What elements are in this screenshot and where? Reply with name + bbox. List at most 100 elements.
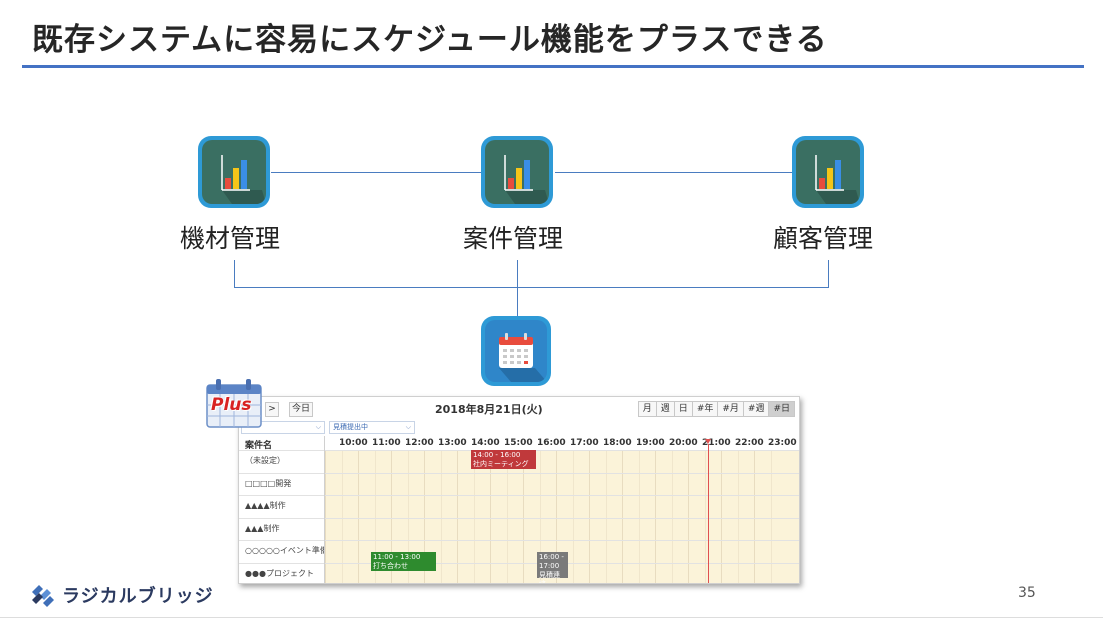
hour-header: 23:00 [768,438,797,448]
system-icon-customer [792,136,864,208]
view-switcher: 月 週 日 #年 #月 #週 #日 [637,401,795,417]
hour-gridline [655,450,656,583]
scheduler-panel: > 今日 2018年8月21日(火) 月 週 日 #年 #月 #週 #日 ⌵ 見… [238,396,800,584]
filter-select-status[interactable]: 見積提出中 ⌵ [329,421,415,434]
row-name: ▲▲▲▲制作 [245,501,286,510]
hour-header: 20:00 [669,438,698,448]
hour-header: 17:00 [570,438,599,448]
hour-header: 16:00 [537,438,566,448]
hour-gridline [688,450,689,583]
half-hour-gridline [737,450,739,583]
chevron-down-icon: ⌵ [315,423,321,431]
bottom-rule [0,617,1103,618]
view-day-timeline-button[interactable]: #日 [768,401,795,417]
hour-gridline [754,450,755,583]
view-month-button[interactable]: 月 [637,401,657,417]
hour-gridline [490,450,491,583]
hour-header: 11:00 [372,438,401,448]
bar-chart-icon [221,155,266,204]
hour-header: 18:00 [603,438,632,448]
event-meeting[interactable]: 14:00 - 16:00 社内ミーティング [471,450,536,469]
bar-chart-icon [815,155,860,204]
calendar-icon [499,333,547,382]
title-underline [22,65,1084,68]
hour-gridline [622,450,623,583]
row-divider [239,473,799,474]
half-hour-gridline [770,450,772,583]
plus-calendar-icon [206,379,262,428]
hour-header: 19:00 [636,438,665,448]
slide-title: 既存システムに容易にスケジュール機能をプラスできる [32,22,828,58]
hour-gridline [721,450,722,583]
view-year-timeline-button[interactable]: #年 [691,401,719,417]
next-button[interactable]: > [265,402,279,417]
half-hour-gridline [473,450,475,583]
half-hour-gridline [671,450,673,583]
event-discussion[interactable]: 11:00 - 13:00 打ち合わせ [371,552,436,571]
half-hour-gridline [704,450,706,583]
event-estimate[interactable]: 16:00 - 17:00 見積連絡 [537,552,568,583]
hour-header: 14:00 [471,438,500,448]
half-hour-gridline [506,450,508,583]
view-week-button[interactable]: 週 [655,401,675,417]
half-hour-gridline [374,450,376,583]
plus-badge-label: Plus [211,395,252,415]
row-divider [239,518,799,519]
connector-line [555,172,795,173]
row-name: （未設定） [245,456,285,465]
current-time-line [708,444,709,583]
hour-header: 10:00 [339,438,368,448]
view-week-timeline-button[interactable]: #週 [742,401,770,417]
row-divider [239,540,799,541]
connector-line [234,287,829,288]
hour-gridline [457,450,458,583]
connector-line [271,172,483,173]
half-hour-gridline [407,450,409,583]
connector-line [828,260,829,287]
calendar-app-icon [481,316,551,386]
hour-gridline [424,450,425,583]
row-name: ▲▲▲制作 [245,524,280,533]
name-column-header: 案件名 [245,441,273,451]
chevron-down-icon: ⌵ [405,423,411,431]
hour-gridline [358,450,359,583]
hour-gridline [589,450,590,583]
half-hour-gridline [605,450,607,583]
hour-header: 15:00 [504,438,533,448]
connector-line [517,260,518,320]
today-button[interactable]: 今日 [289,402,313,417]
hour-header: 22:00 [735,438,764,448]
current-time-marker [705,439,711,444]
name-column-border [324,436,325,583]
hour-gridline [325,450,326,583]
hour-header: 12:00 [405,438,434,448]
view-day-button[interactable]: 日 [673,401,693,417]
row-divider [239,495,799,496]
footer-logo: ラジカルブリッジ [30,582,214,608]
half-hour-gridline [638,450,640,583]
row-name: □□□□開発 [245,479,292,488]
row-name: ○○○○○イベント準備 [245,546,325,555]
page-number: 35 [1018,585,1036,601]
brand-name: ラジカルブリッジ [62,586,214,607]
system-label-customer: 顧客管理 [773,224,874,253]
view-month-timeline-button[interactable]: #月 [717,401,744,417]
hour-header: 21:00 [702,438,731,448]
half-hour-gridline [341,450,343,583]
system-label-equipment: 機材管理 [180,224,281,253]
connector-line [234,260,235,287]
system-icon-equipment [198,136,270,208]
bar-chart-icon [504,155,549,204]
system-label-project: 案件管理 [463,224,564,253]
plus-badge: Plus [205,377,265,429]
brand-logo-icon [32,585,54,607]
half-hour-gridline [572,450,574,583]
row-divider [239,563,799,564]
hour-gridline [391,450,392,583]
hour-gridline [523,450,524,583]
hour-gridline [556,450,557,583]
row-name: ●●●プロジェクト [245,569,314,578]
half-hour-gridline [440,450,442,583]
half-hour-gridline [539,450,541,583]
